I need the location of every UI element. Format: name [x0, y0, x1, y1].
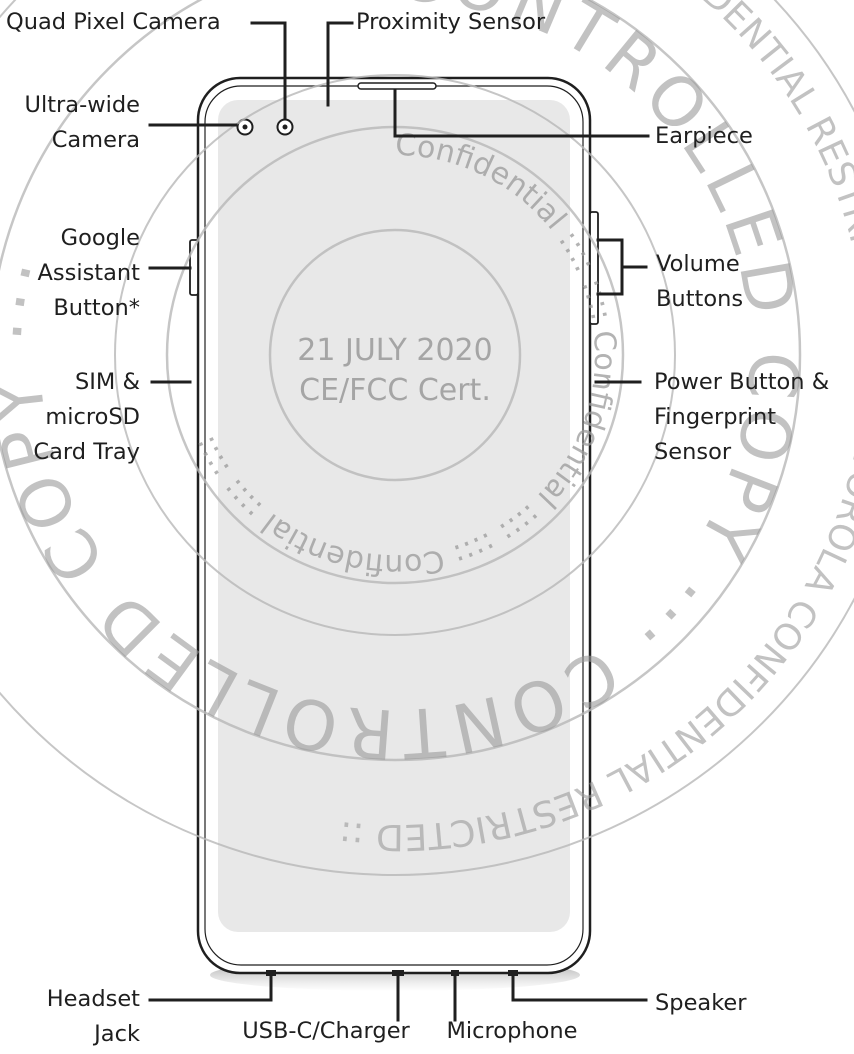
leader-speaker	[511, 970, 648, 1002]
label-speaker: Speaker	[655, 990, 747, 1016]
label-google-assistant-button: Google Assistant Button*	[37, 225, 140, 321]
label-sim-microsd-tray: SIM & microSD Card Tray	[33, 369, 140, 465]
earpiece-grille	[357, 82, 437, 90]
label-quad-pixel-camera: Quad Pixel Camera	[6, 9, 221, 35]
label-usb-c-charger: USB-C/Charger	[242, 1018, 410, 1044]
label-microphone: Microphone	[446, 1018, 578, 1044]
label-headset-jack: Headset Jack	[46, 986, 140, 1047]
microphone-port	[451, 970, 459, 976]
watermark-date: 21 JULY 2020	[297, 333, 492, 368]
leader-headset-jack	[148, 970, 273, 1002]
label-proximity-sensor: Proximity Sensor	[356, 9, 546, 35]
usb-c-port	[392, 970, 404, 976]
leader-earpiece	[393, 88, 650, 138]
watermark-cert: CE/FCC Cert.	[299, 373, 491, 408]
label-ultra-wide-camera: Ultra-wide Camera	[24, 92, 140, 153]
label-volume-buttons: Volume Buttons	[656, 251, 744, 312]
screen-display	[218, 100, 570, 932]
label-power-fingerprint: Power Button & Fingerprint Sensor	[654, 369, 830, 465]
label-earpiece: Earpiece	[655, 123, 753, 149]
leader-quad-pixel-camera	[250, 21, 287, 120]
leader-proximity-sensor	[326, 21, 354, 107]
